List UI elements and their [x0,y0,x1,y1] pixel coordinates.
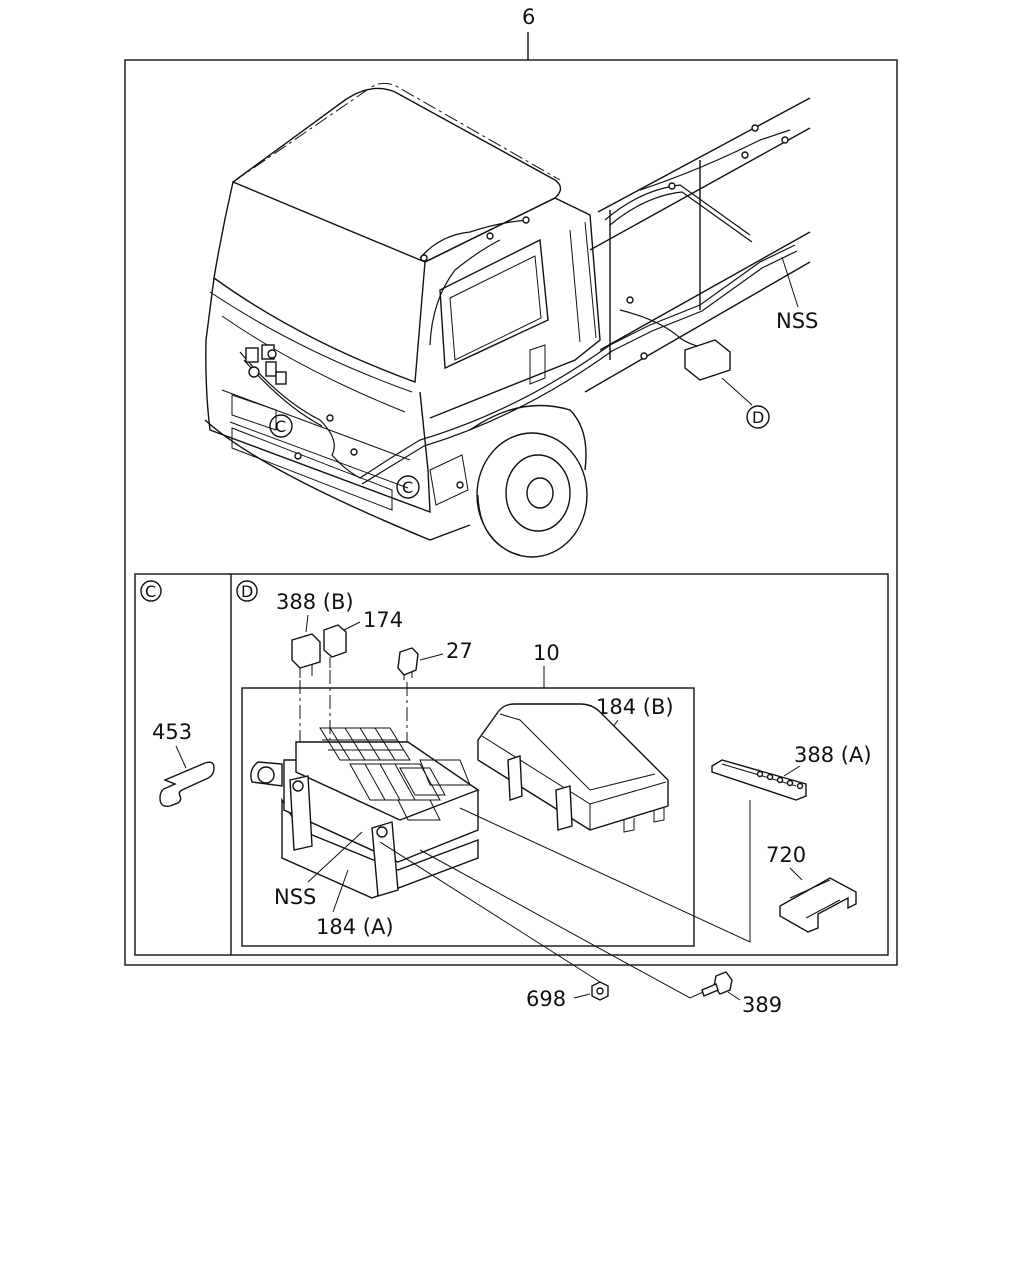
wiring-harness-chassis [604,129,791,236]
cab-front-face [205,277,431,514]
part-184a-fusebox [250,727,480,899]
leader-388a [783,765,801,777]
leader-720 [789,867,803,881]
wheel-arch [469,404,587,471]
part-453-clip [159,761,215,808]
leader-698 [379,841,601,983]
part-388b-relay [291,633,321,669]
label-10: 10 [533,641,560,665]
front-connector-cluster [245,344,287,385]
front-wheel-rim [505,454,571,532]
chassis-relay-block [684,339,731,381]
leader-388b [305,614,309,633]
headlamp [429,454,469,506]
callout-d-truck: D [752,408,764,427]
label-assembly-6: 6 [522,5,535,29]
wiring-harness-rear-branch [619,309,706,349]
label-720: 720 [766,843,806,867]
detail-c-panel: C 453 [140,580,215,808]
outer-frame [124,59,898,966]
grille-lower [231,427,393,511]
front-wheel-hub [526,477,554,509]
leader-388a-to-box [459,800,751,943]
label-nss-truck: NSS [776,309,818,333]
chassis-rail-lower [584,231,811,393]
part-174-fuse [323,624,347,658]
cab-door-window-inner [449,255,542,361]
leader-184a [332,869,349,913]
leader-nss-fusebox [307,831,363,883]
callout-c-front-right: C [402,478,413,497]
frame-crossmember [609,160,701,360]
label-388a: 388 (A) [794,743,872,767]
fusebox-subframe [241,687,695,947]
callout-d-truck-circle [746,405,770,429]
label-698: 698 [526,987,566,1011]
cab-front-panel [221,315,411,489]
leader-callout-d-truck [721,377,753,406]
truck-illustration: NSS D C C [204,82,818,558]
wiring-harness-chassis-2 [609,191,753,243]
grille-upper [231,394,277,431]
wiring-harness-upper [419,219,529,346]
front-wheel-tread [477,494,521,556]
detail-panels-frame [134,573,889,956]
label-184b: 184 (B) [596,695,674,719]
callout-c-front-left: C [275,417,286,436]
label-27: 27 [446,639,473,663]
leader-27 [419,653,444,661]
label-388b: 388 (B) [276,590,354,614]
leader-nss-truck [781,256,799,308]
front-bumper [204,419,471,541]
part-698-nut [591,981,609,1001]
callout-c-front-left-circle [269,414,293,438]
cab-windshield [213,181,426,383]
part-720-bracket [779,877,857,933]
callout-c-front-right-circle [396,475,420,499]
wiring-harness-main [239,244,796,479]
leader-389 [419,849,713,999]
cab-side [424,197,601,419]
leader-174 [343,621,361,631]
part-388a-connector [711,759,807,801]
detail-d-marker: D [241,582,253,601]
cab-door-window [439,238,549,370]
label-184a: 184 (A) [316,915,394,939]
part-184b-cover [477,703,669,833]
door-handle [529,344,546,385]
part-27-fuse [397,647,419,676]
cab-roof-top [232,87,562,263]
label-389: 389 [742,993,782,1017]
label-453: 453 [152,720,192,744]
cab-roof-outline [232,82,561,183]
part-389-bolt [701,971,733,997]
cab-rear-pillar [569,221,597,343]
detail-c-marker: C [145,582,156,601]
cab-windshield-inner [209,291,413,393]
leader-453 [175,745,187,769]
label-nss-fusebox: NSS [274,885,316,909]
front-wheel [476,432,588,558]
detail-d-panel: D 388 (B) 174 27 10 [236,580,872,947]
label-174: 174 [363,608,403,632]
